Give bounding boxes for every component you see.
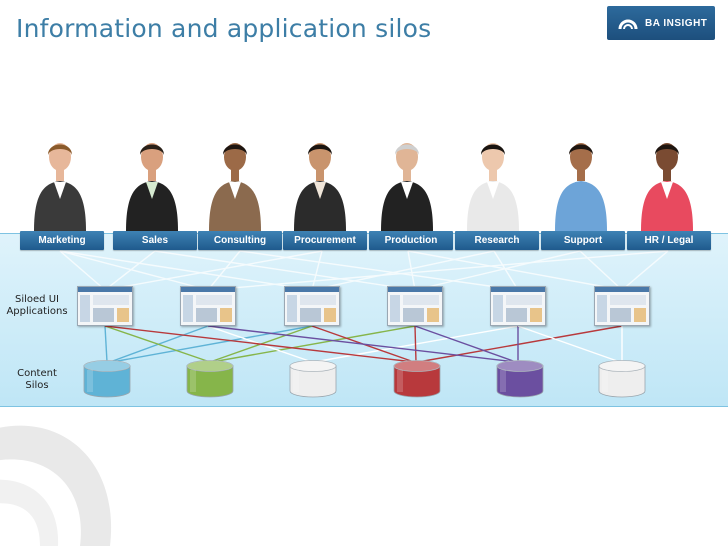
person-figure bbox=[209, 143, 261, 231]
person-figure bbox=[126, 143, 178, 231]
dept-sales: Sales bbox=[113, 231, 197, 250]
person-figure bbox=[34, 143, 86, 231]
applications-row-label: Siloed UI Applications bbox=[6, 294, 68, 318]
dept-production: Production bbox=[369, 231, 453, 250]
ba-insight-logo-icon bbox=[618, 19, 638, 30]
logo-text: BA INSIGHT bbox=[645, 17, 708, 29]
person-figure bbox=[467, 143, 519, 231]
dept-marketing: Marketing bbox=[20, 231, 104, 250]
person-figure bbox=[381, 143, 433, 231]
content-silo-cylinder bbox=[289, 360, 337, 398]
applications-label-line-1: Siloed UI bbox=[15, 294, 59, 305]
app-thumbnail bbox=[180, 286, 236, 326]
dept-hr-legal: HR / Legal bbox=[627, 231, 711, 250]
applications-label-line-2: Applications bbox=[6, 306, 68, 317]
content-silo-cylinder bbox=[83, 360, 131, 398]
decorative-swoosh bbox=[0, 425, 112, 546]
dept-procurement: Procurement bbox=[283, 231, 367, 250]
silos-row-label: Content Silos bbox=[12, 368, 62, 392]
content-silo-cylinder bbox=[598, 360, 646, 398]
app-thumbnail bbox=[284, 286, 340, 326]
content-silo-cylinder bbox=[393, 360, 441, 398]
dept-research: Research bbox=[455, 231, 539, 250]
person-figure bbox=[555, 143, 607, 231]
dept-support: Support bbox=[541, 231, 625, 250]
content-silo-cylinder bbox=[496, 360, 544, 398]
app-thumbnail bbox=[490, 286, 546, 326]
app-thumbnail bbox=[387, 286, 443, 326]
silos-label-line-2: Silos bbox=[25, 380, 49, 391]
dept-consulting: Consulting bbox=[198, 231, 282, 250]
app-thumbnail bbox=[594, 286, 650, 326]
ba-insight-logo: BA INSIGHT bbox=[607, 6, 715, 40]
person-figure bbox=[294, 143, 346, 231]
silos-label-line-1: Content bbox=[17, 368, 57, 379]
app-thumbnail bbox=[77, 286, 133, 326]
person-figure bbox=[641, 143, 693, 231]
slide-title: Information and application silos bbox=[16, 14, 432, 43]
content-silo-cylinder bbox=[186, 360, 234, 398]
